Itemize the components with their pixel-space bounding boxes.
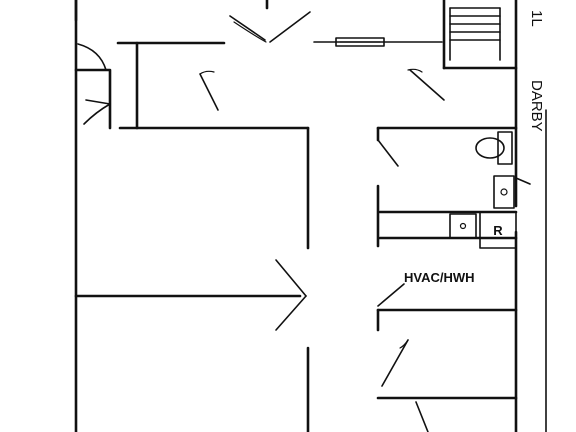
mechanical-room: HVAC/HWH — [376, 270, 518, 332]
faucet-icon — [515, 177, 531, 185]
closet-door-swing-lower — [83, 103, 111, 125]
toilet-bowl-icon — [475, 137, 505, 159]
cooktop-icon — [449, 213, 477, 239]
double-door-left-leaf — [229, 15, 266, 41]
title-block: DARBY 1L — [528, 10, 545, 132]
refrigerator-icon — [479, 211, 517, 249]
toilet-tank-icon — [497, 131, 513, 165]
mechanical-label: HVAC/HWH — [404, 270, 475, 285]
refrigerator-label: R — [493, 223, 503, 238]
lower-right-door-leaf — [381, 339, 409, 387]
closet-door-leaf-lower — [85, 99, 111, 105]
double-door-right-leaf — [269, 11, 311, 43]
right-door-upper-arc — [407, 68, 423, 73]
lower-rooms — [74, 259, 310, 432]
lower-door-leaf-lower — [275, 295, 307, 331]
cooktop-burner-icon — [459, 222, 467, 230]
plan-level: 1L — [528, 10, 545, 27]
interior-door-top-arc — [199, 70, 215, 75]
closet-door-swing-upper — [77, 43, 107, 71]
bathroom — [376, 126, 531, 248]
living-room — [118, 68, 445, 250]
lower-door-leaf-upper — [275, 259, 307, 297]
entry-closet — [74, 41, 226, 130]
sink-icon — [493, 175, 515, 209]
sink-drain-icon — [500, 188, 508, 196]
stairs — [442, 0, 518, 70]
window-frame — [335, 37, 385, 47]
bottom-door-leaf — [415, 401, 429, 432]
lower-right-openings — [376, 339, 518, 432]
bath-door-leaf — [377, 139, 399, 167]
mech-door-leaf — [377, 283, 405, 307]
kitchen: R — [378, 210, 518, 249]
plan-title: DARBY — [528, 80, 545, 132]
exterior-walls — [74, 0, 547, 432]
lower-right-door-arc — [399, 339, 409, 349]
interior-door-top — [199, 73, 219, 111]
top-openings — [229, 11, 443, 47]
closet-bottom-wall — [74, 68, 112, 130]
double-door-left-arc — [233, 21, 267, 43]
right-door-upper — [409, 69, 445, 101]
